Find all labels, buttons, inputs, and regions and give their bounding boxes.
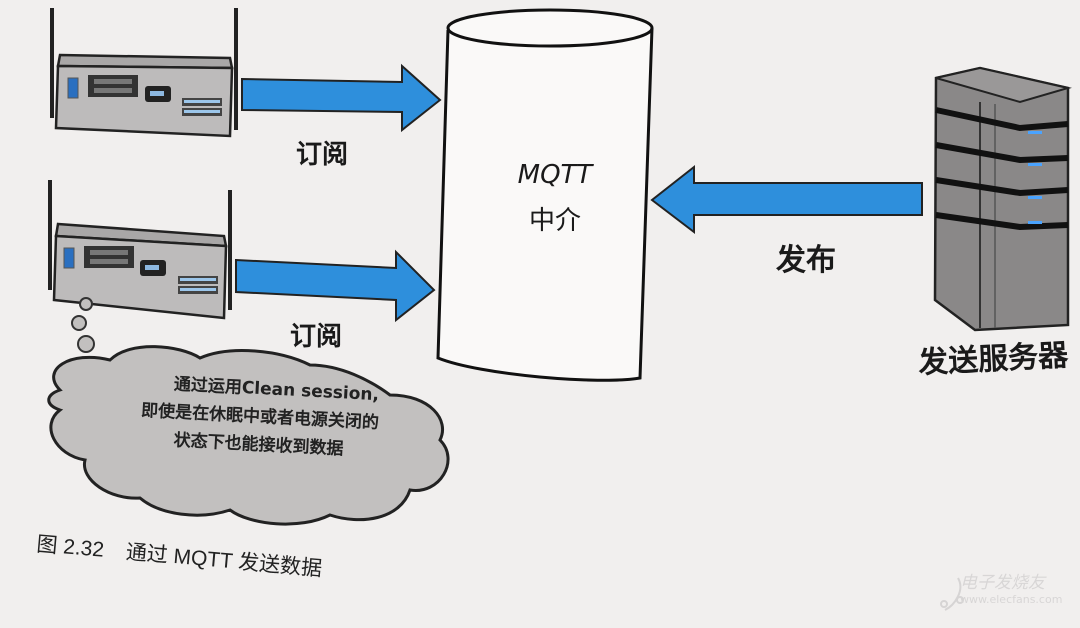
cloud-shape [47, 345, 450, 526]
watermark-name: 电子发烧友 [960, 573, 1045, 593]
server-tower-icon [933, 66, 1072, 332]
figure-number: 图 2.32 [35, 532, 106, 562]
subscribe-arrow-1 [241, 63, 442, 133]
watermark-url: www.elecfans.com [960, 593, 1063, 606]
publish-label: 发布 [776, 243, 836, 278]
mqtt-broker-cylinder-icon [436, 8, 654, 382]
subscribe-arrow-2 [235, 249, 436, 323]
publish-arrow [650, 164, 923, 235]
broker-title: MQTT [517, 160, 593, 190]
watermark: 电子发烧友 www.elecfans.com [940, 568, 1062, 606]
cloud-note: 通过运用Clean session, 即使是在休眠中或者电源关闭的 状态下也能接… [88, 366, 432, 468]
broker-subtitle: 中介 [528, 206, 581, 236]
sending-server-label: 发送服务器 [917, 338, 1069, 381]
subscribe-label-2: 订阅 [290, 322, 343, 352]
iot-device-1-icon [50, 8, 238, 138]
subscribe-label-1: 订阅 [296, 140, 349, 170]
watermark-logo-icon [940, 577, 964, 611]
thought-bubble-dots-icon [71, 297, 95, 353]
iot-device-2-icon [48, 180, 232, 320]
